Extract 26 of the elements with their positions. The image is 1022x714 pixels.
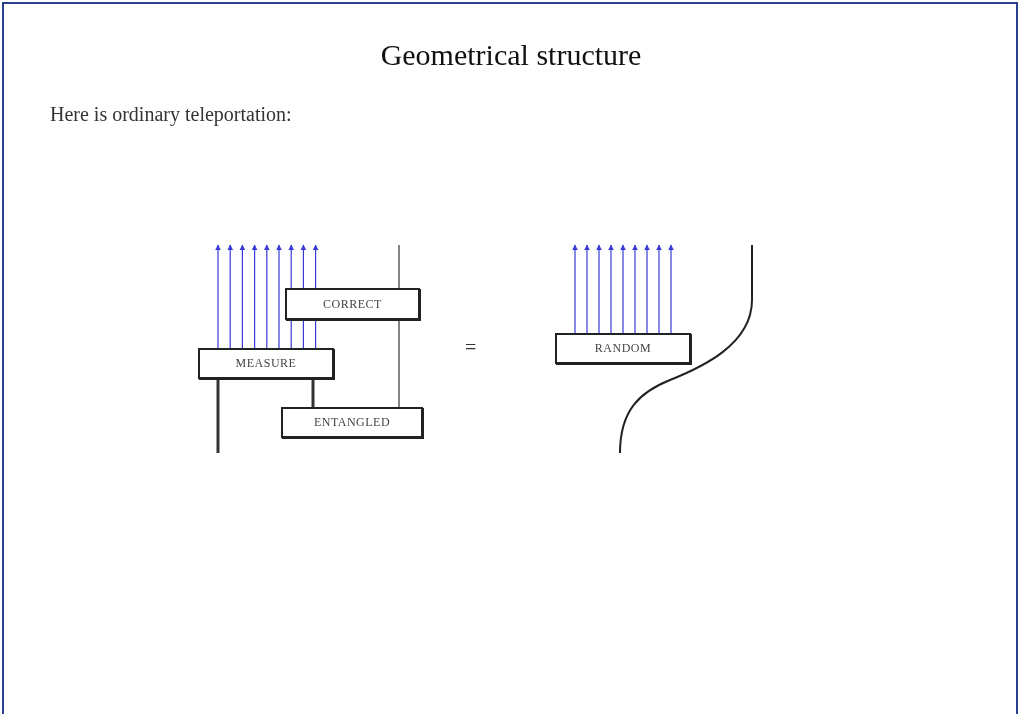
arrow [215, 244, 221, 349]
arrow [632, 244, 638, 334]
arrow [656, 244, 662, 334]
arrow [644, 244, 650, 334]
wire-line [398, 319, 400, 408]
arrow [584, 244, 590, 334]
arrow [263, 244, 270, 349]
process-box: ENTANGLED [281, 407, 423, 438]
wire-line [216, 379, 220, 453]
arrow [596, 244, 602, 334]
equals-sign: = [465, 336, 477, 359]
arrow [239, 244, 246, 349]
slide-title: Geometrical structure [379, 38, 643, 72]
wire-line [311, 379, 315, 407]
process-box: CORRECT [285, 288, 420, 320]
arrow [620, 244, 626, 334]
arrow [572, 244, 578, 334]
arrow [668, 244, 674, 334]
process-box: MEASURE [198, 348, 334, 379]
arrow [276, 244, 282, 349]
wire-line [398, 244, 400, 289]
intro-text: Here is ordinary teleportation: [50, 103, 292, 126]
arrow [251, 244, 258, 349]
arrow [227, 244, 234, 349]
process-box: RANDOM [555, 333, 691, 364]
arrow [608, 244, 614, 334]
